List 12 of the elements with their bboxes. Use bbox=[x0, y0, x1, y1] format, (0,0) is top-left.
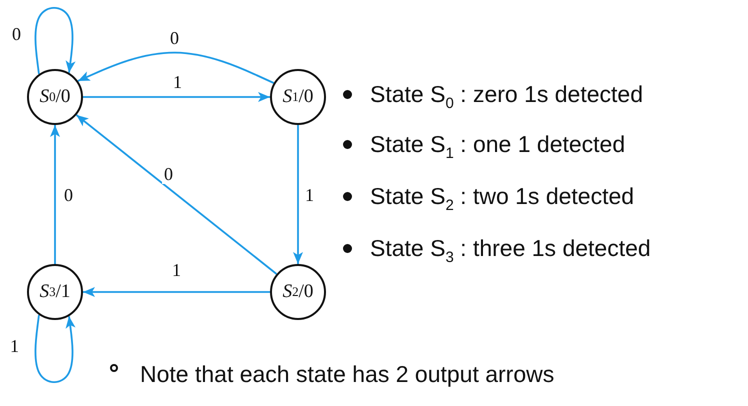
list-item: State S$_{0}$ : zero 1s detected bbox=[370, 80, 644, 108]
arrow bbox=[83, 92, 270, 102]
arrow bbox=[34, 6, 76, 74]
list-item: Note that each state has 2 output arrows bbox=[140, 360, 554, 388]
arrow bbox=[83, 287, 270, 297]
list-item: State S$_{1}$ : one 1 detected bbox=[370, 130, 626, 158]
arrow bbox=[293, 125, 303, 264]
arrow bbox=[50, 125, 60, 264]
list-item: State S$_{2}$ : two 1s detected bbox=[370, 182, 634, 210]
arrow bbox=[34, 314, 76, 383]
list-item: State S$_{3}$ : three 1s detected bbox=[370, 234, 651, 262]
arrow bbox=[78, 52, 274, 84]
